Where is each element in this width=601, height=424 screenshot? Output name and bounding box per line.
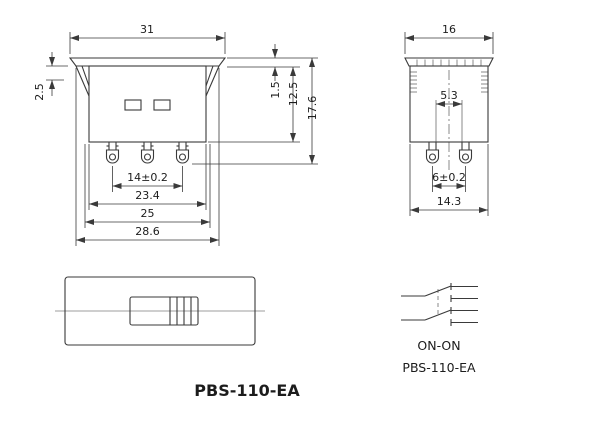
switch-face <box>64 276 256 346</box>
dim-front-terminal-pitch: 14±0.2 <box>127 171 168 184</box>
drawing-title: PBS-110-EA <box>194 381 300 400</box>
dimension-1_5: 1.5 <box>269 44 282 99</box>
dim-front-flange-lip: 2.5 <box>33 83 46 101</box>
terminal <box>105 142 120 164</box>
terminal <box>425 142 440 164</box>
dimension-17_6: 17.6 <box>306 58 319 164</box>
terminal <box>175 142 190 164</box>
dim-side-inner-width: 5.3 <box>440 89 458 102</box>
dimension-5_3: 5.3 <box>436 89 462 107</box>
schematic-mode-label: ON-ON <box>417 338 460 353</box>
snap-wing-right <box>205 65 220 97</box>
rocker-button <box>129 296 199 326</box>
dim-side-terminal-pitch: 6±0.2 <box>432 171 466 184</box>
side-view: 16 5.3 6±0.2 14.3 <box>404 23 494 216</box>
dimension-23_4: 23.4 <box>88 144 207 210</box>
dimension-12_5: 12.5 <box>287 67 300 142</box>
dimension-28_6: 28.6 <box>75 68 220 246</box>
dimension-16: 16 <box>404 23 494 54</box>
dim-front-total-depth: 17.6 <box>306 96 319 121</box>
terminal <box>458 142 473 164</box>
side-ribs <box>410 71 488 93</box>
terminal <box>140 142 155 164</box>
switch-body <box>88 65 207 143</box>
dimension-6: 6±0.2 <box>432 166 466 192</box>
dim-front-flange-width: 28.6 <box>135 225 160 238</box>
dim-front-body-width: 23.4 <box>135 189 160 202</box>
dimension-14: 14±0.2 <box>112 166 183 192</box>
dim-side-body-width: 14.3 <box>437 195 462 208</box>
body-window-left <box>124 99 142 111</box>
flange <box>68 57 227 67</box>
body-window-right <box>153 99 171 111</box>
flange <box>404 57 494 67</box>
top-view <box>55 276 265 346</box>
dimension-31: 31 <box>69 23 226 54</box>
circuit-schematic: ON-ON PBS-110-EA <box>401 283 478 375</box>
schematic-model-label: PBS-110-EA <box>402 360 476 375</box>
dimension-25: 25 <box>84 144 211 228</box>
pole-2 <box>401 307 478 326</box>
dim-front-body-depth: 12.5 <box>287 82 300 107</box>
dim-front-cutout-width: 25 <box>141 207 155 220</box>
dimension-2_5: 2.5 <box>33 52 68 101</box>
dim-side-top-width: 16 <box>442 23 456 36</box>
front-view: 31 2.5 1.5 12.5 17.6 <box>33 23 319 246</box>
flange-serrations <box>416 59 482 66</box>
snap-wing-left <box>75 65 90 97</box>
pole-1 <box>401 283 478 302</box>
dim-front-flange-thickness: 1.5 <box>269 81 282 99</box>
dim-front-top-width: 31 <box>140 23 154 36</box>
rocker-ridges <box>169 297 192 325</box>
dimension-14_3: 14.3 <box>409 144 489 216</box>
